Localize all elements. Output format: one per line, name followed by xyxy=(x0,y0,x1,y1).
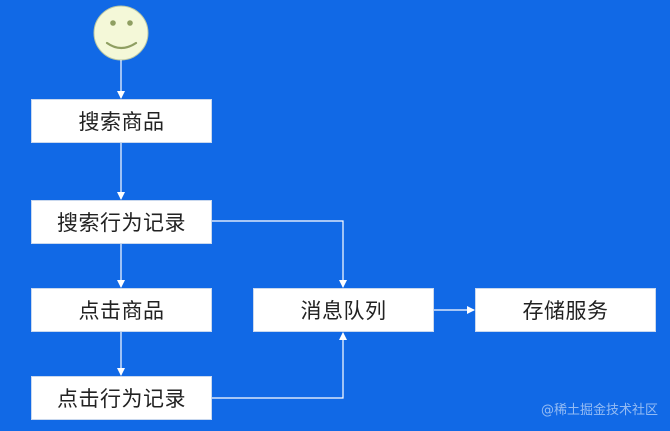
arrow-click-record-to-message-queue xyxy=(212,332,347,399)
node-label: 搜索行为记录 xyxy=(57,211,186,235)
node-click-record: 点击行为记录 xyxy=(31,376,212,420)
smiley-face-icon xyxy=(93,5,149,61)
node-message-queue: 消息队列 xyxy=(253,288,434,332)
node-search-goods: 搜索商品 xyxy=(31,99,212,143)
node-label: 存储服务 xyxy=(522,299,609,323)
node-label: 点击行为记录 xyxy=(57,387,186,411)
node-label: 搜索商品 xyxy=(78,110,165,134)
node-label: 消息队列 xyxy=(300,299,387,323)
node-storage-service: 存储服务 xyxy=(475,288,656,332)
watermark-text: @稀土掘金技术社区 xyxy=(540,403,658,418)
node-click-goods: 点击商品 xyxy=(31,288,212,332)
node-label: 点击商品 xyxy=(78,299,165,323)
arrow-search-record-to-message-queue xyxy=(212,220,347,288)
node-search-record: 搜索行为记录 xyxy=(31,200,212,244)
